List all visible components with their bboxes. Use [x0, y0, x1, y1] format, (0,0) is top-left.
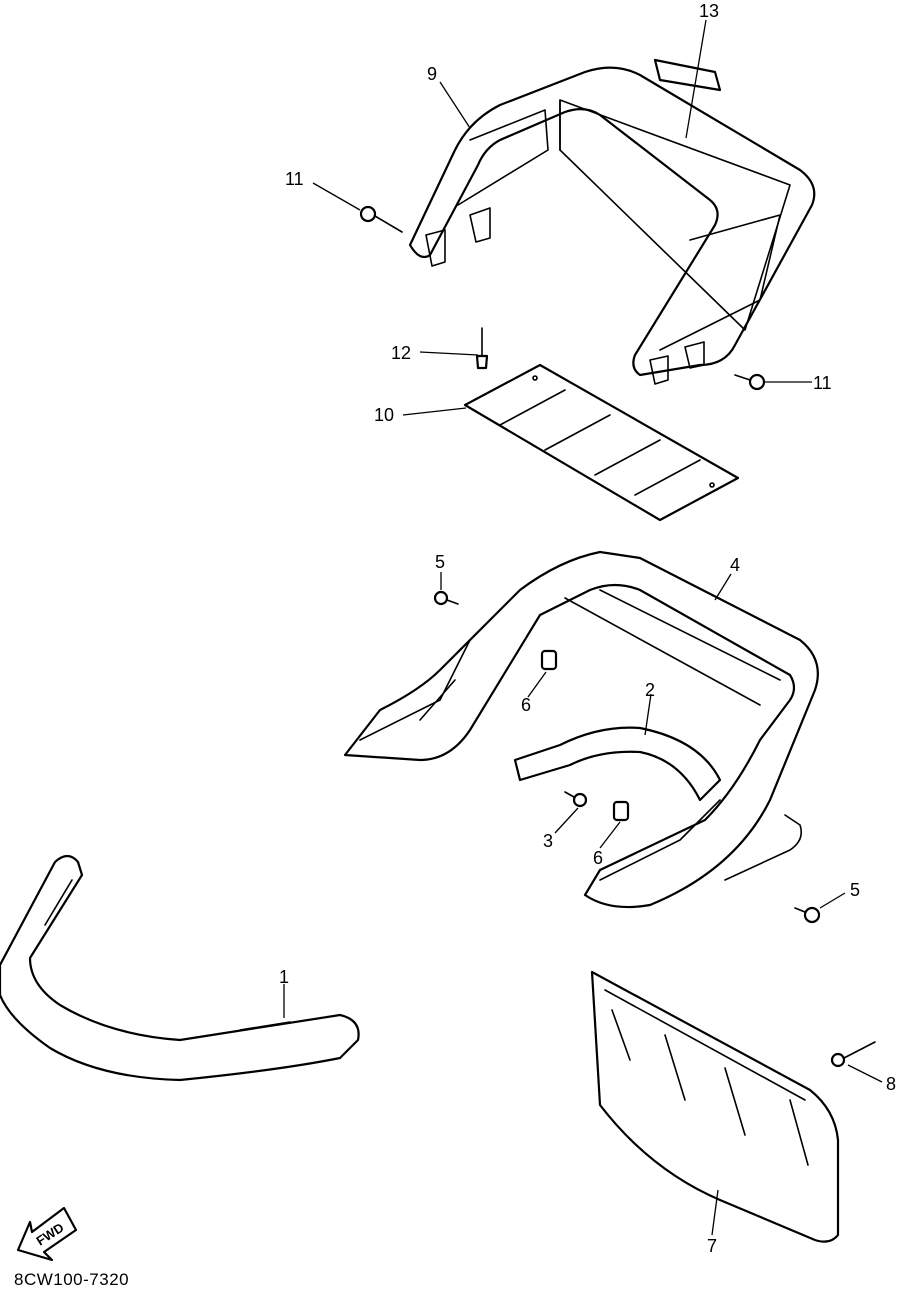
part-5-bolt-upper: [433, 590, 459, 606]
callout-6-lower: 6: [593, 848, 603, 868]
part-12-rivet: [475, 327, 489, 370]
part-4-grab-bar: [343, 550, 819, 909]
part-11-bolt-left: [359, 205, 403, 233]
leader-lines: [283, 19, 883, 1236]
callout-2: 2: [645, 680, 655, 700]
callout-4: 4: [730, 555, 740, 575]
part-3-bolt: [564, 791, 588, 808]
callout-11-left: 11: [285, 169, 304, 189]
diagram-code: 8CW100-7320: [14, 1270, 130, 1289]
part-1-front-bumper: [0, 854, 360, 1082]
part-6-nut-upper: [540, 649, 558, 671]
callout-1: 1: [279, 967, 289, 987]
part-9-rear-rack: [408, 66, 816, 385]
callout-6-upper: 6: [521, 695, 531, 715]
callout-12: 12: [391, 343, 411, 363]
callout-10: 10: [374, 405, 394, 425]
fwd-arrow-icon: FWD: [16, 1206, 78, 1262]
callout-7: 7: [707, 1236, 717, 1256]
part-11-bolt-right: [734, 373, 766, 391]
part-6-nut-lower: [612, 800, 630, 822]
callout-5-lower: 5: [850, 880, 860, 900]
part-10-floor-plate: [463, 363, 740, 522]
callouts: 1 2 3 4 5 5 6 6 7 8 9 10 11 11 12 13: [279, 1, 896, 1256]
callout-13: 13: [699, 1, 719, 21]
part-2-inner-bar: [513, 726, 803, 881]
callout-11-right: 11: [813, 373, 832, 393]
part-5-bolt-lower: [794, 906, 821, 924]
callout-3: 3: [543, 831, 553, 851]
part-7-mud-flap: [590, 970, 840, 1243]
callout-9: 9: [427, 64, 437, 84]
part-13-label: [653, 58, 722, 92]
callout-8: 8: [886, 1074, 896, 1094]
part-8-clip: [830, 1041, 876, 1068]
callout-5-upper: 5: [435, 552, 445, 572]
